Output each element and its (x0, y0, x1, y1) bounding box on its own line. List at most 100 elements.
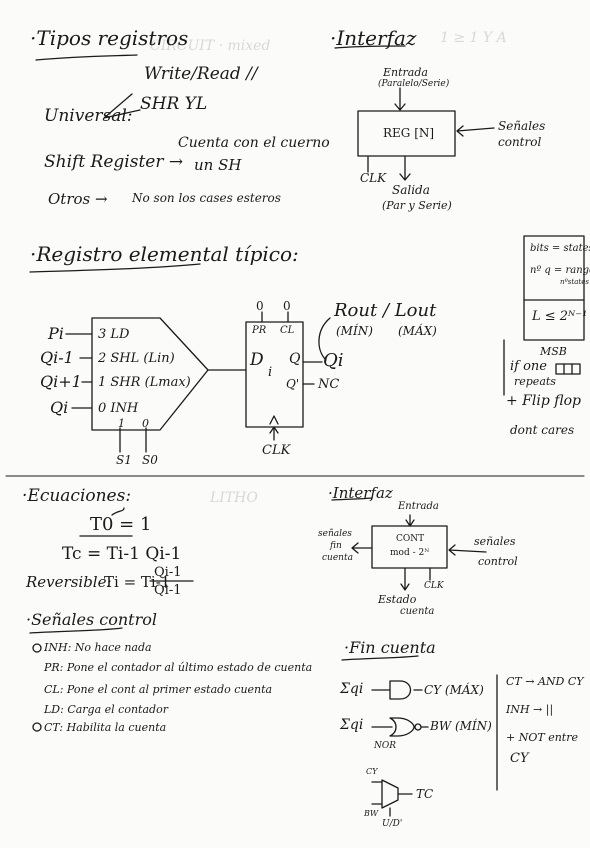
ud-label: U/D' (382, 819, 403, 829)
inh-note: INH → || (506, 703, 554, 716)
equation: T0 = 1 (90, 514, 152, 535)
ct-and-note: CT → AND CY (506, 675, 584, 688)
signal-item: CT: Habilita la cuenta (44, 721, 167, 734)
ff-q-label: Q (289, 351, 301, 367)
signal-item: INH: No hace nada (44, 641, 152, 654)
mux-line-label: 3 LD (98, 327, 130, 342)
output-arrow (399, 156, 411, 181)
section-title: ·Señales control (26, 610, 157, 629)
senales-label: Señales (498, 119, 546, 133)
reversible-label: Reversible: (26, 573, 112, 591)
fraction-denominator: Qi-1 (154, 583, 182, 598)
mux-input-lines (65, 333, 93, 409)
mux-line-label: 2 SHL (Lin) (98, 351, 175, 366)
tc-label: TC (416, 787, 434, 801)
bleed-through-text: · · (60, 250, 74, 266)
and-gate (389, 680, 412, 700)
section-title: ·Tipos registros (30, 26, 189, 50)
un-sh-label: un SH (194, 156, 242, 174)
counter-box (371, 525, 448, 569)
title-underline (341, 655, 419, 661)
input-label: Qi-1 (40, 348, 74, 367)
title-underline (334, 45, 406, 49)
nor-label: NOR (374, 741, 397, 751)
clk-arrow (269, 426, 279, 441)
counter-label: CONT (396, 534, 425, 544)
mux-block (91, 317, 209, 431)
mux-line-label: 0 INH (98, 401, 139, 416)
dont-cares-note: dont cares (510, 423, 575, 437)
qi-output-label: Qi (323, 350, 344, 371)
tc-mux (381, 779, 399, 809)
input-label: Pi (48, 324, 64, 343)
cuenta-label: cuenta (322, 553, 353, 563)
estado-label: Estado (378, 593, 417, 606)
signal-item: LD: Carga el contador (44, 703, 168, 716)
no-son-label: No son los cases esteros (132, 191, 281, 205)
entrada-label: Entrada (398, 501, 439, 512)
mux-cy-label: CY (366, 767, 378, 776)
ff-i-label: i (268, 365, 273, 380)
ff-top-value: 0 (256, 299, 264, 313)
sum-qi: Σqi (340, 681, 364, 697)
control-arrow (456, 125, 495, 137)
nc-label: NC (318, 377, 340, 392)
section-title: ·Ecuaciones: (22, 486, 132, 506)
bleed-through-text: LITHO (210, 490, 258, 506)
section-title: ·Interfaz (328, 484, 393, 502)
flip-flop-note: + Flip flop (506, 393, 581, 409)
title-underline (35, 54, 138, 61)
universal-label: Universal: (44, 106, 133, 126)
clk-label: CLK (360, 171, 387, 185)
mux-line-label: 1 SHR (Lmax) (98, 375, 191, 390)
otros-label: Otros → (48, 190, 108, 208)
mux-bw-label: BW (364, 809, 379, 818)
cy-label: CY (MÁX) (424, 683, 484, 697)
control-label: control (478, 555, 518, 568)
title-underline (29, 263, 201, 273)
bits-states-note: bits = states (530, 243, 590, 254)
max-label: (MÁX) (398, 324, 437, 338)
ff-cl-label: CL (280, 325, 295, 336)
par-serie-label: (Par y Serie) (382, 199, 452, 212)
input-label: Qi+1 (40, 372, 82, 391)
input-arrow (394, 87, 406, 111)
mux-select-lines (119, 427, 147, 453)
salida-label: Salida (392, 183, 430, 197)
paralelo-serie-label: (Paralelo/Serie) (378, 79, 450, 89)
fraction-numerator: Qi-1 (154, 565, 182, 580)
bw-label: BW (MÍN) (430, 719, 492, 733)
entrada-label: Entrada (383, 66, 428, 79)
input-label: Qi (50, 398, 69, 417)
title-underline (331, 497, 373, 501)
select-value: 0 (142, 417, 149, 430)
senales-fin-label: señales (318, 529, 352, 539)
title-underline (111, 507, 125, 516)
shr-yl-label: SHR YL (140, 94, 208, 114)
equation: Tc = Ti-1 Qi-1 (62, 544, 182, 564)
shift-register-label: Shift Register → (44, 152, 184, 172)
if-one-note: if one (510, 359, 547, 374)
n-states-note: nºstates (560, 278, 589, 286)
register-box (357, 110, 456, 157)
msb-note: MSB (540, 345, 567, 358)
equation: Ti = Ti-1 (104, 573, 171, 591)
select-value: 1 (118, 417, 125, 430)
control-label: control (498, 135, 542, 149)
senales-label: señales (474, 535, 516, 548)
rout-arrow (318, 317, 331, 361)
repeats-note: repeats (514, 375, 556, 388)
n-q-note: nº q = rango (530, 265, 590, 276)
cy-note: CY (510, 751, 529, 766)
title-underline (29, 627, 123, 634)
sum-qi: Σqi (340, 717, 364, 733)
select-label: S0 (142, 453, 158, 467)
bleed-through-text: CIRCUIT · mixed (150, 38, 271, 54)
cuenta-label: Cuenta con el cuerno (178, 135, 330, 151)
ff-qn-label: Q' (286, 377, 300, 391)
select-label: S1 (116, 453, 132, 467)
universal-bracket (103, 93, 141, 119)
clk-label: CLK (262, 443, 291, 458)
